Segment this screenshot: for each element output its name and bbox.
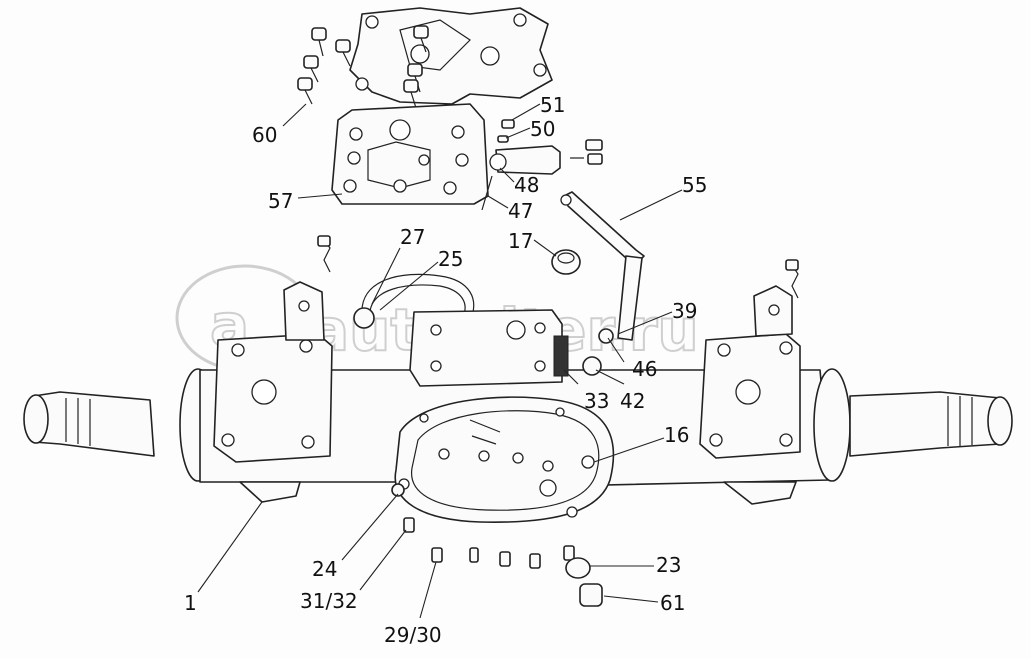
callout-25: 25 [438,247,463,271]
callout-17: 17 [508,229,533,253]
nut-42 [582,356,602,376]
callout-51: 51 [540,93,565,117]
callout-16: 16 [664,423,689,447]
callout-27: 27 [400,225,425,249]
callout-1: 1 [184,591,197,615]
fitting-48 [489,153,507,171]
callout-39: 39 [672,299,697,323]
brake-hose [353,273,475,329]
callout-60: 60 [252,123,277,147]
callout-57: 57 [268,189,293,213]
callout-29-30: 29/30 [384,623,442,647]
washer-46 [598,328,614,344]
washer-50 [497,135,509,143]
pin-47 [481,175,493,211]
bolt-set-60 [297,25,429,109]
valve-assembly [481,119,603,211]
callout-46: 46 [632,357,657,381]
callout-55: 55 [682,173,707,197]
callout-61: 61 [660,591,685,615]
callout-47: 47 [508,199,533,223]
adapter-plate-57 [331,103,489,205]
leader-lines [197,103,683,619]
callout-23: 23 [656,553,681,577]
bolt-24 [391,483,405,497]
left-spindle [33,391,155,457]
center-cover-plate [409,309,563,387]
callout-50: 50 [530,117,555,141]
washer-23 [565,557,591,579]
callout-48: 48 [514,173,539,197]
right-spindle [849,391,1001,457]
loose-fasteners [391,328,614,607]
cover-bolts [398,407,595,518]
callout-labels: 60 57 51 50 48 47 55 17 27 25 39 46 33 4… [184,93,707,647]
sensor-33 [553,335,569,377]
gasket-cover-16 [394,396,615,523]
callout-31-32: 31/32 [300,589,358,613]
upper-mounting-bracket [349,7,553,105]
callout-24: 24 [312,557,337,581]
linkage-rod-55 [560,191,645,341]
hose-clips [317,235,799,299]
drain-plug-61 [579,583,603,607]
callout-33: 33 [584,389,609,413]
plug-17 [551,249,581,275]
right-flange [813,368,851,482]
valve-body [495,145,561,175]
callout-42: 42 [620,389,645,413]
nut-51 [501,119,515,129]
